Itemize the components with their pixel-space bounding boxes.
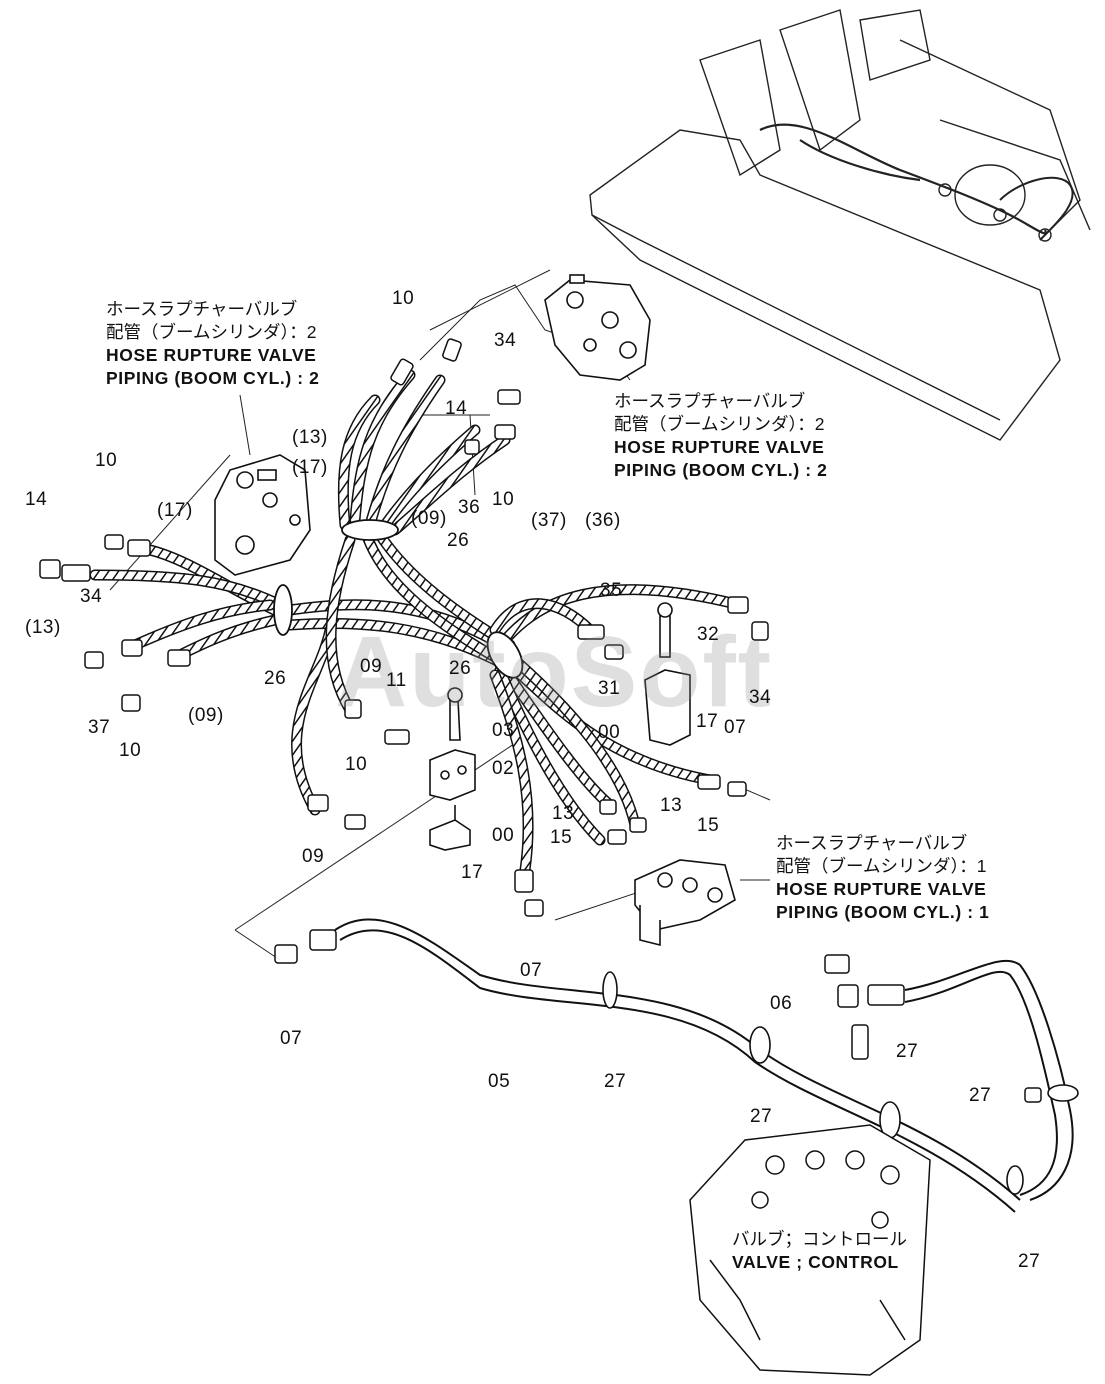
part-label: 32 [697, 624, 720, 645]
pipe-clamps [602, 971, 1079, 1195]
callout-jp-line2: 配管（ブームシリンダ）：1 [776, 856, 987, 876]
part-label: 10 [119, 740, 142, 761]
bracket-block [644, 602, 691, 746]
part-label: 07 [520, 960, 543, 981]
part-label: 27 [1018, 1251, 1041, 1272]
part-label: 00 [492, 825, 515, 846]
part-label: 34 [80, 586, 103, 607]
callout-hose-rupture-valve-right: ホースラプチャーバルブ 配管（ブームシリンダ）：2 HOSE RUPTURE V… [614, 390, 827, 482]
callout-jp: バルブ；コントロール [732, 1229, 907, 1249]
part-label: 15 [697, 815, 720, 836]
part-label: 27 [604, 1071, 627, 1092]
part-label: 17 [696, 711, 719, 732]
part-label: 11 [386, 670, 407, 691]
part-label: (17) [292, 457, 328, 478]
callout-en-line2: PIPING (BOOM CYL.) : 1 [776, 902, 990, 922]
part-label: 09 [360, 656, 383, 677]
callout-jp-line1: ホースラプチャーバルブ [106, 299, 298, 319]
part-label: 36 [458, 497, 481, 518]
callout-jp-line1: ホースラプチャーバルブ [614, 391, 806, 411]
part-label: 05 [488, 1071, 511, 1092]
watermark: AutoSoft [335, 616, 774, 728]
coiled-hoses [89, 369, 746, 876]
part-label: 27 [750, 1106, 773, 1127]
callout-en-line2: PIPING (BOOM CYL.) : 2 [106, 368, 320, 388]
part-label: (13) [25, 617, 61, 638]
part-label: 31 [598, 678, 621, 699]
callout-jp-line1: ホースラプチャーバルブ [776, 833, 968, 853]
control-valve [689, 1124, 931, 1376]
callout-en-line2: PIPING (BOOM CYL.) : 2 [614, 460, 828, 480]
part-label: 02 [492, 758, 515, 779]
part-label: (13) [292, 427, 328, 448]
callout-en-line1: HOSE RUPTURE VALVE [776, 879, 987, 899]
part-label: 10 [95, 450, 118, 471]
part-label: 17 [461, 862, 484, 883]
part-label: 26 [449, 658, 472, 679]
part-label: 07 [724, 717, 747, 738]
callout-hose-rupture-valve-lower: ホースラプチャーバルブ 配管（ブームシリンダ）：1 HOSE RUPTURE V… [776, 832, 989, 924]
part-label: 00 [598, 722, 621, 743]
part-label: 13 [552, 803, 575, 824]
part-label: 26 [447, 530, 470, 551]
part-label: 03 [492, 720, 515, 741]
part-label: 35 [600, 580, 623, 601]
part-label: (09) [411, 508, 447, 529]
callout-en-line1: HOSE RUPTURE VALVE [614, 437, 825, 457]
part-label: 10 [492, 489, 515, 510]
callout-jp-line2: 配管（ブームシリンダ）：2 [106, 322, 317, 342]
part-label: 07 [280, 1028, 303, 1049]
part-label: (36) [585, 510, 621, 531]
part-label: 26 [264, 668, 287, 689]
hose-rupture-valve-lower [634, 859, 736, 947]
part-label: 14 [445, 398, 468, 419]
part-label: 27 [969, 1085, 992, 1106]
part-label: (37) [531, 510, 567, 531]
callout-en: VALVE ; CONTROL [732, 1252, 899, 1272]
part-label: 27 [896, 1041, 919, 1062]
part-label: 34 [749, 687, 772, 708]
part-label: 06 [770, 993, 793, 1014]
part-label: 10 [392, 288, 415, 309]
hose-rupture-valve-upper-right [544, 274, 651, 381]
part-label: 14 [25, 489, 48, 510]
machine-overview [589, 9, 1091, 441]
part-label: 37 [88, 717, 111, 738]
part-label: 09 [302, 846, 325, 867]
hose-clamps [273, 519, 524, 679]
callout-jp-line2: 配管（ブームシリンダ）：2 [614, 414, 825, 434]
callout-en-line1: HOSE RUPTURE VALVE [106, 345, 317, 365]
callout-hose-rupture-valve-left: ホースラプチャーバルブ 配管（ブームシリンダ）：2 HOSE RUPTURE V… [106, 298, 319, 390]
callout-control-valve: バルブ；コントロール VALVE ; CONTROL [732, 1228, 907, 1274]
part-label: (17) [157, 500, 193, 521]
part-label: 13 [660, 795, 683, 816]
part-label: 15 [550, 827, 573, 848]
hose-rupture-valve-upper-left [214, 454, 311, 576]
junction-block [429, 687, 476, 851]
part-label: 34 [494, 330, 517, 351]
fittings [39, 338, 1042, 1103]
part-label: (09) [188, 705, 224, 726]
part-label: 10 [345, 754, 368, 775]
